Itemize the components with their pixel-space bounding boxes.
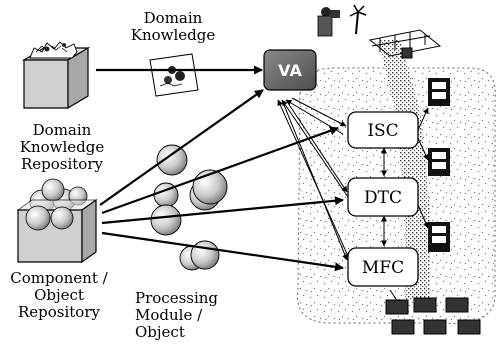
camera-person-icon: [317, 7, 340, 37]
domain-knowledge-repository-label: Domain Knowledge Repository: [8, 122, 116, 173]
dkr-line-3: Repository: [20, 155, 103, 173]
pmo-line-3: Object: [135, 323, 185, 341]
dtc-node: DTC: [347, 177, 419, 217]
cor-line-3: Repository: [17, 303, 100, 321]
scaffold-icon: [368, 29, 442, 59]
film-frame-icon-1: [428, 78, 450, 106]
mfc-node: MFC: [347, 247, 419, 287]
component-object-repository-label: Component / Object Repository: [4, 270, 114, 321]
va-node: VA: [263, 49, 317, 91]
domain-knowledge-label: Domain Knowledge: [128, 10, 218, 44]
output-cube-icons: [385, 297, 481, 335]
domain-knowledge-document-icon: [149, 53, 199, 97]
va-label: VA: [278, 61, 302, 80]
film-frame-icon-2: [428, 148, 450, 176]
processing-module-spheres: [150, 144, 228, 271]
pmo-line-2: Module /: [135, 306, 203, 324]
palm-tree-icon: [349, 4, 367, 35]
dtc-label: DTC: [364, 188, 402, 208]
dkr-line-1: Domain: [32, 121, 92, 139]
data-flow-bands: [378, 40, 430, 300]
isc-label: ISC: [367, 121, 398, 141]
film-frame-icon-3: [428, 222, 450, 252]
component-repository-box: [16, 178, 98, 264]
domain-knowledge-repository-box: [21, 41, 91, 110]
dkr-line-2: Knowledge: [19, 138, 105, 156]
connector-arrows: [96, 65, 429, 306]
cor-line-2: Object: [34, 286, 84, 304]
pmo-line-1: Processing: [135, 289, 219, 307]
isc-node: ISC: [347, 111, 419, 149]
cor-line-1: Component /: [10, 269, 108, 287]
processing-module-object-label: Processing Module / Object: [135, 290, 235, 341]
domain-knowledge-line-1: Domain: [143, 9, 203, 27]
domain-knowledge-line-2: Knowledge: [130, 26, 216, 44]
mfc-label: MFC: [362, 258, 404, 278]
